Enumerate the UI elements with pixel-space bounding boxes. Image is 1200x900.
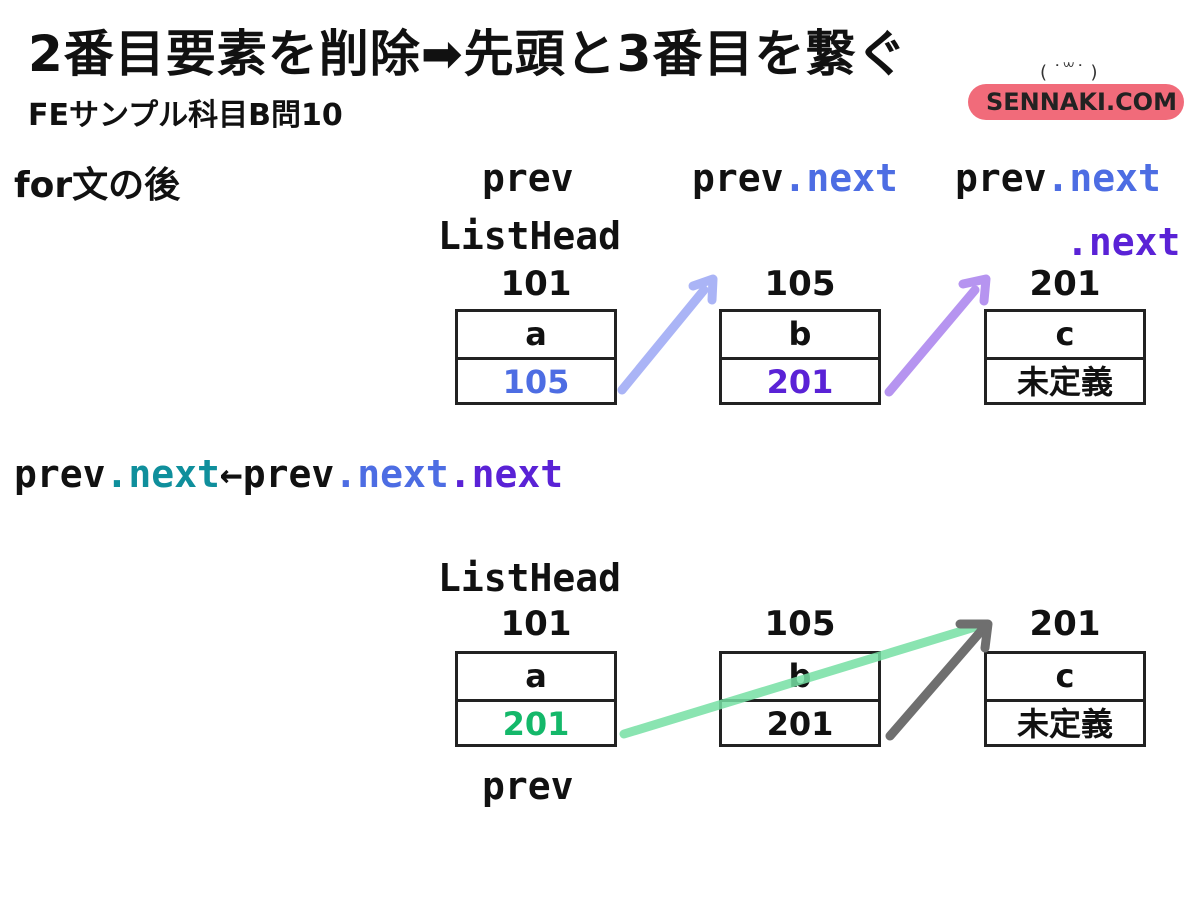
logo-stripe — [968, 84, 1184, 120]
statement-rhs-next-1: .next — [334, 452, 449, 496]
list-node-top-3: c 未定義 — [984, 309, 1146, 405]
list-head-label-bottom: ListHead — [438, 556, 622, 600]
node-next-pointer: 201 — [766, 705, 834, 743]
statement-rhs-next-2: .next — [448, 452, 564, 496]
assignment-statement: prev.next←prev.next.next — [14, 452, 563, 496]
page-subtitle: FEサンプル科目B問10 — [28, 98, 343, 133]
statement-rhs-base: prev — [242, 452, 335, 496]
node-next-pointer: 201 — [502, 705, 570, 743]
list-node-bottom-2: b 201 — [719, 651, 881, 747]
site-logo: SENNAKI.COM — [986, 88, 1177, 116]
list-node-top-1: a 105 — [455, 309, 617, 405]
page-title: 2番目要素を削除➡先頭と3番目を繋ぐ — [28, 25, 908, 83]
node-next-pointer: 未定義 — [1016, 363, 1113, 401]
pointer-label-base: prev — [955, 156, 1047, 200]
node-address-bottom-1: 101 — [500, 604, 572, 644]
pointer-label-prev-bottom: prev — [482, 764, 574, 808]
list-node-bottom-1: a 201 — [455, 651, 617, 747]
arrow-top-a-to-b — [617, 274, 718, 395]
pointer-label-prev: prev — [482, 156, 574, 200]
list-head-label-top: ListHead — [438, 214, 622, 258]
pointer-label-next-line2: .next — [1066, 220, 1181, 264]
pointer-label-base: prev — [692, 156, 784, 200]
node-value: b — [722, 312, 878, 360]
node-value: c — [987, 654, 1143, 702]
node-address-bottom-3: 201 — [1029, 604, 1101, 644]
statement-assign-arrow: ← — [219, 452, 243, 496]
list-node-top-2: b 201 — [719, 309, 881, 405]
arrow-bottom-b-to-c — [885, 619, 993, 741]
node-next-pointer: 未定義 — [1016, 705, 1113, 743]
node-value: a — [458, 654, 614, 702]
list-node-bottom-3: c 未定義 — [984, 651, 1146, 747]
statement-lhs-next: .next — [105, 452, 220, 496]
statement-lhs-base: prev — [14, 452, 106, 496]
pointer-label-prev-next-next: prev.next — [955, 156, 1161, 200]
node-address-top-3: 201 — [1029, 264, 1101, 304]
pointer-label-next-suffix: .next — [1046, 156, 1161, 200]
pointer-label-prev-next: prev.next — [692, 156, 898, 200]
node-next-pointer: 201 — [766, 363, 834, 401]
node-value: c — [987, 312, 1143, 360]
node-next-pointer: 105 — [502, 363, 570, 401]
node-address-top-1: 101 — [500, 264, 572, 304]
arrow-bottom-a-to-c — [619, 622, 980, 739]
pointer-label-next-suffix: .next — [783, 156, 898, 200]
node-value: a — [458, 312, 614, 360]
arrow-top-b-to-c — [884, 274, 991, 397]
node-address-bottom-2: 105 — [764, 604, 836, 644]
section-label-after-for: for文の後 — [14, 165, 181, 206]
node-address-top-2: 105 — [764, 264, 836, 304]
logo-face-doodle: ( ˙꒳˙ ) — [1040, 62, 1098, 83]
